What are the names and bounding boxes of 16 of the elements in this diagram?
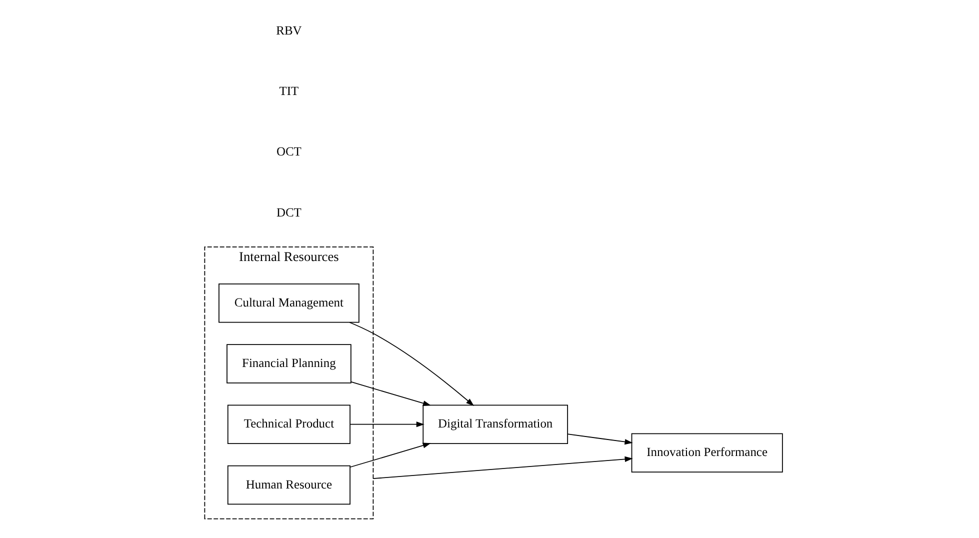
label: TIT xyxy=(278,84,298,98)
node-box: Digital Transformation xyxy=(422,404,568,444)
arrow xyxy=(350,381,431,406)
arrow xyxy=(566,434,632,445)
label: OCT xyxy=(276,144,301,159)
label: DCT xyxy=(276,205,301,220)
node-box: Financial Planning xyxy=(226,344,351,384)
node-box: Technical Product xyxy=(226,404,350,444)
arrow xyxy=(349,422,424,428)
node-box: Cultural Management xyxy=(218,284,359,323)
arrow xyxy=(348,322,474,406)
node-box: Human Resource xyxy=(226,465,350,505)
node-box: Innovation Performance xyxy=(630,433,782,472)
label: RBV xyxy=(276,23,302,38)
arrow xyxy=(349,442,430,468)
arrow xyxy=(372,456,632,479)
